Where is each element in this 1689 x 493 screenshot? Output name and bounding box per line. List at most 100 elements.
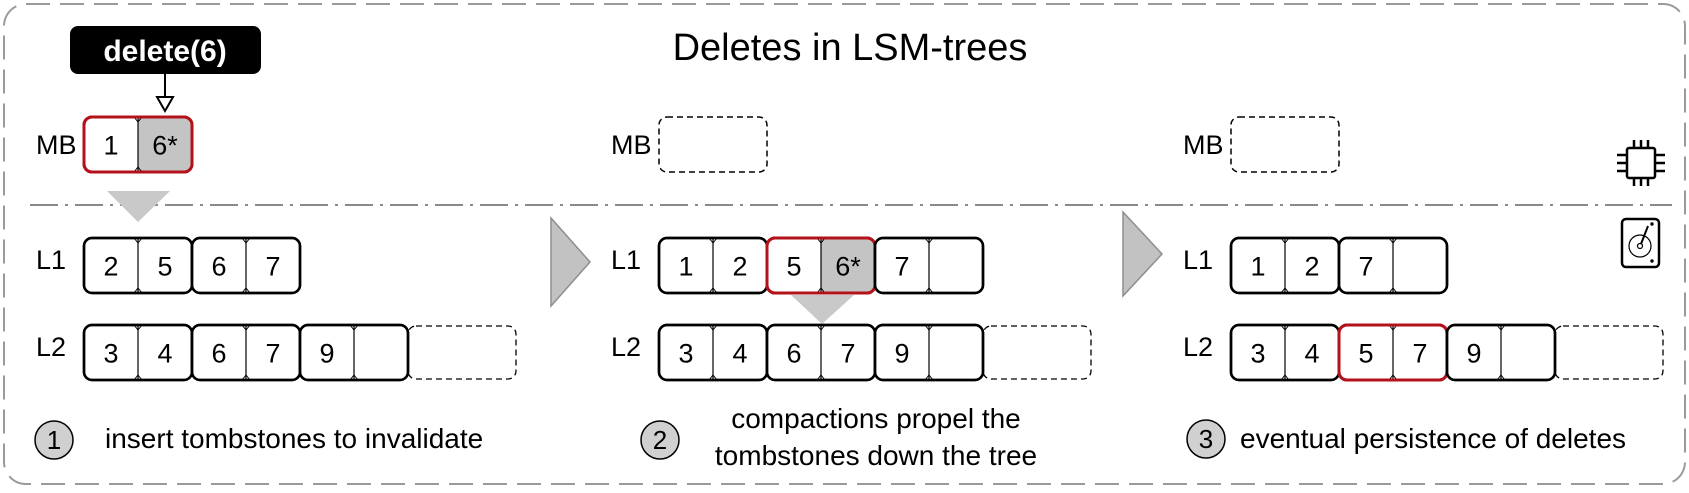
level-2-file: 9 xyxy=(873,323,985,382)
key-cell: 4 xyxy=(157,339,172,369)
key-cell: 7 xyxy=(894,252,909,282)
key-cell: 6 xyxy=(211,252,226,282)
memory-buffer: 1 6* xyxy=(82,115,194,174)
level-2-label: L2 xyxy=(611,332,641,362)
cell-divider-tick xyxy=(1280,237,1290,294)
key-cell: 5 xyxy=(1358,339,1373,369)
key-cell: 3 xyxy=(103,339,118,369)
tombstone-key: 6* xyxy=(835,252,861,282)
key-cell: 3 xyxy=(1250,339,1265,369)
step-caption: eventual persistence of deletes xyxy=(1240,423,1626,454)
step-arrow-1-to-2 xyxy=(550,216,592,308)
tombstone-cell-fill xyxy=(138,118,191,171)
key-cell: 9 xyxy=(894,339,909,369)
cell-divider-tick xyxy=(816,324,826,381)
flush-wedge xyxy=(107,191,170,222)
step-caption: compactions propel the xyxy=(731,403,1021,434)
cell-divider-tick xyxy=(241,324,251,381)
key-cell: 1 xyxy=(103,131,118,161)
memory-buffer-label: MB xyxy=(611,130,652,160)
tombstone-key: 6* xyxy=(152,131,178,161)
level-2-empty-slot xyxy=(1554,325,1664,380)
key-cell: 9 xyxy=(319,339,334,369)
level-1-label: L1 xyxy=(36,245,66,275)
cell-divider-tick xyxy=(1388,324,1398,381)
delete-command-label: delete(6) xyxy=(103,35,226,68)
cell-divider-tick xyxy=(924,237,934,294)
key-cell: 6 xyxy=(786,339,801,369)
compaction-wedge xyxy=(791,295,854,324)
level-2-file-outline xyxy=(873,323,985,382)
key-cell: 7 xyxy=(265,339,280,369)
step-number-badge xyxy=(640,420,680,460)
step-number: 3 xyxy=(1199,424,1213,454)
level-2-file: 9 xyxy=(1445,323,1557,382)
level-1-file: 5 6* xyxy=(765,236,877,295)
key-cell: 5 xyxy=(157,252,172,282)
level-2-empty-slot xyxy=(407,325,517,380)
delete-command: delete(6) xyxy=(70,26,261,114)
key-cell: 2 xyxy=(103,252,118,282)
delete-command-arrowhead xyxy=(155,96,175,114)
memory-buffer-outline xyxy=(82,115,194,174)
step-number-badge xyxy=(1186,419,1226,459)
level-2-label: L2 xyxy=(36,332,66,362)
level-1-file-outline xyxy=(190,236,302,295)
key-cell: 2 xyxy=(1304,252,1319,282)
cell-divider-tick xyxy=(708,237,718,294)
key-cell: 1 xyxy=(1250,252,1265,282)
key-cell: 5 xyxy=(786,252,801,282)
level-2-file-outline xyxy=(1445,323,1557,382)
key-cell: 7 xyxy=(840,339,855,369)
memory-buffer-label: MB xyxy=(1183,130,1224,160)
key-cell: 6 xyxy=(211,339,226,369)
level-1-file-outline xyxy=(873,236,985,295)
cell-divider-tick xyxy=(133,116,143,173)
step-caption: insert tombstones to invalidate xyxy=(105,423,483,454)
cell-divider-tick xyxy=(133,237,143,294)
key-cell: 4 xyxy=(732,339,747,369)
cell-divider-tick xyxy=(708,324,718,381)
hard-drive-icon xyxy=(1620,217,1661,269)
cell-divider-tick xyxy=(241,237,251,294)
level-2-empty-slot xyxy=(982,325,1092,380)
step-number: 1 xyxy=(47,425,61,455)
level-1-file: 7 xyxy=(1337,236,1449,295)
step-number-badge xyxy=(34,420,74,460)
cell-divider-tick xyxy=(1388,237,1398,294)
cell-divider-tick xyxy=(816,237,826,294)
key-cell: 7 xyxy=(1358,252,1373,282)
cell-divider-tick xyxy=(1280,324,1290,381)
step-number: 2 xyxy=(653,425,667,455)
empty-memory-buffer xyxy=(1230,116,1340,173)
memory-buffer-label: MB xyxy=(36,130,77,160)
cell-divider-tick xyxy=(924,324,934,381)
step-caption: tombstones down the tree xyxy=(715,440,1037,471)
empty-memory-buffer xyxy=(658,116,768,173)
key-cell: 2 xyxy=(732,252,747,282)
outer-frame xyxy=(3,3,1686,485)
key-cell: 9 xyxy=(1466,339,1481,369)
cell-divider-tick xyxy=(349,324,359,381)
key-cell: 3 xyxy=(678,339,693,369)
key-cell: 7 xyxy=(265,252,280,282)
key-cell: 1 xyxy=(678,252,693,282)
level-1-label: L1 xyxy=(1183,245,1213,275)
level-2-label: L2 xyxy=(1183,332,1213,362)
delete-command-box xyxy=(70,26,261,74)
key-cell: 7 xyxy=(1412,339,1427,369)
cpu-chip-icon xyxy=(1617,140,1665,186)
key-cell: 4 xyxy=(1304,339,1319,369)
level-1-label: L1 xyxy=(611,245,641,275)
